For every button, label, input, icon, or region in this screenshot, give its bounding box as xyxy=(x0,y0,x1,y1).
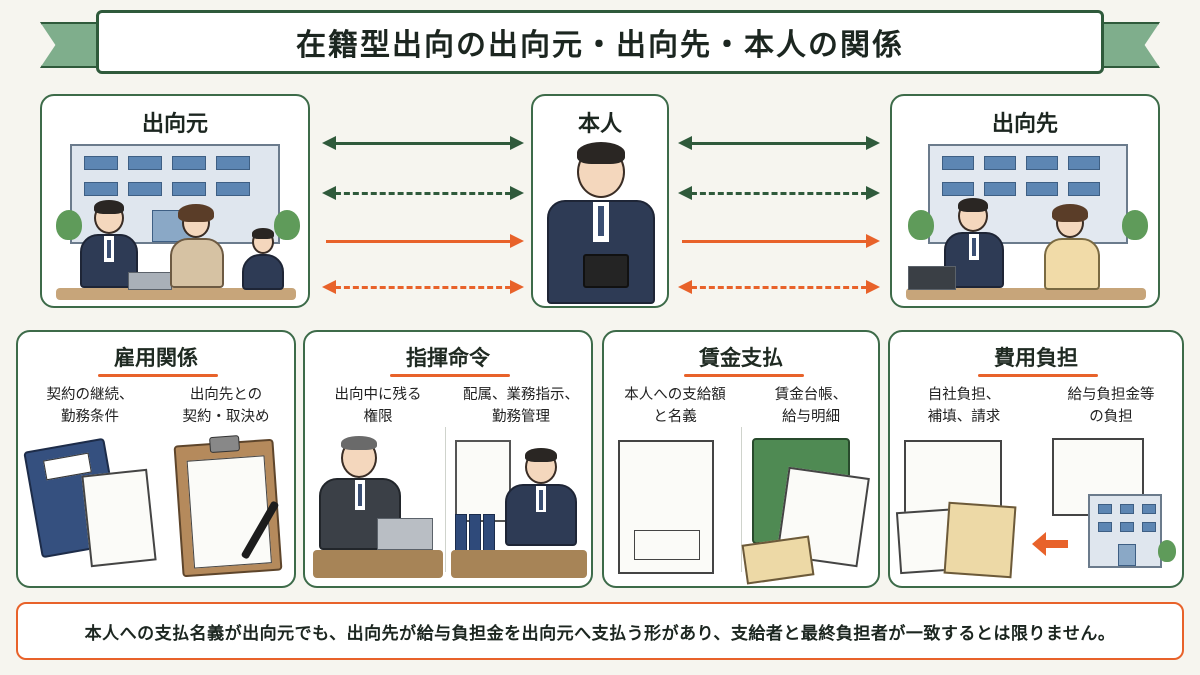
arrow-employee-dest-4 xyxy=(678,280,880,294)
cost-title: 費用負担 xyxy=(994,346,1078,370)
pay-document-icon xyxy=(618,440,714,574)
wages-title: 賃金支払 xyxy=(699,346,783,370)
command-left-text: 出向中に残る 権限 xyxy=(334,387,422,425)
laptop-icon xyxy=(377,518,433,550)
office-building-icon xyxy=(1088,494,1162,568)
panel-cost: 費用負担 自社負担、 補填、請求 給与負担金等 の負担 xyxy=(888,330,1184,588)
envelope-icon xyxy=(741,535,815,585)
employment-left-text: 契約の継続、 勤務条件 xyxy=(46,387,134,425)
panel-wages: 賃金支払 本人への支給額 と名義 賃金台帳、 給与明細 xyxy=(602,330,880,588)
panel-employee: 本人 xyxy=(531,94,669,308)
destination-title: 出向先 xyxy=(991,112,1058,137)
arrow-origin-employee-2 xyxy=(322,186,524,200)
employment-right-text: 出向先との 契約・取決め xyxy=(182,387,270,425)
footer-note: 本人への支払名義が出向元でも、出向先が給与負担金を出向元へ支払う形があり、支給者… xyxy=(16,602,1184,660)
arrow-left-icon xyxy=(1032,532,1068,556)
panel-destination: 出向先 xyxy=(890,94,1160,308)
wages-left-text: 本人への支給額 と名義 xyxy=(624,387,726,425)
command-desk-right xyxy=(451,550,587,578)
envelope-icon xyxy=(943,501,1017,579)
whiteboard-icon xyxy=(455,440,511,522)
arrow-origin-employee-4 xyxy=(322,280,524,294)
binders-icon xyxy=(455,514,495,554)
document-icon xyxy=(81,468,157,568)
cost-left-text: 自社負担、 補填、請求 xyxy=(927,387,1001,425)
origin-desk xyxy=(56,288,296,300)
panel-command: 指揮命令 出向中に残る 権限 配属、業務指示、 勤務管理 xyxy=(303,330,593,588)
arrow-origin-employee-3 xyxy=(326,234,524,248)
command-title: 指揮命令 xyxy=(406,346,490,370)
arrow-employee-dest-1 xyxy=(678,136,880,150)
wages-right-text: 賃金台帳、 給与明細 xyxy=(774,387,848,425)
command-desk-left xyxy=(313,550,443,578)
laptop-icon xyxy=(908,266,956,290)
title-banner: 在籍型出向の出向元・出向先・本人の関係 xyxy=(96,10,1104,74)
employment-title: 雇用関係 xyxy=(114,346,198,370)
panel-origin: 出向元 xyxy=(40,94,310,308)
footer-text: 本人への支払名義が出向元でも、出向先が給与負担金を出向元へ支払う形があり、支給者… xyxy=(84,623,1116,644)
employee-title: 本人 xyxy=(577,112,622,137)
panel-employment: 雇用関係 契約の継続、 勤務条件 出向先との 契約・取決め xyxy=(16,330,296,588)
page-title: 在籍型出向の出向元・出向先・本人の関係 xyxy=(296,28,904,63)
arrow-origin-employee-1 xyxy=(322,136,524,150)
laptop-icon xyxy=(128,272,172,290)
folder-icon xyxy=(583,254,629,288)
command-right-text: 配属、業務指示、 勤務管理 xyxy=(463,387,579,425)
arrow-employee-dest-3 xyxy=(682,234,880,248)
cost-right-text: 給与負担金等 の負担 xyxy=(1067,387,1155,425)
arrow-employee-dest-2 xyxy=(678,186,880,200)
destination-building-icon xyxy=(928,144,1128,244)
origin-title: 出向元 xyxy=(141,112,208,137)
clipboard-icon xyxy=(173,435,283,578)
destination-desk xyxy=(906,288,1146,300)
